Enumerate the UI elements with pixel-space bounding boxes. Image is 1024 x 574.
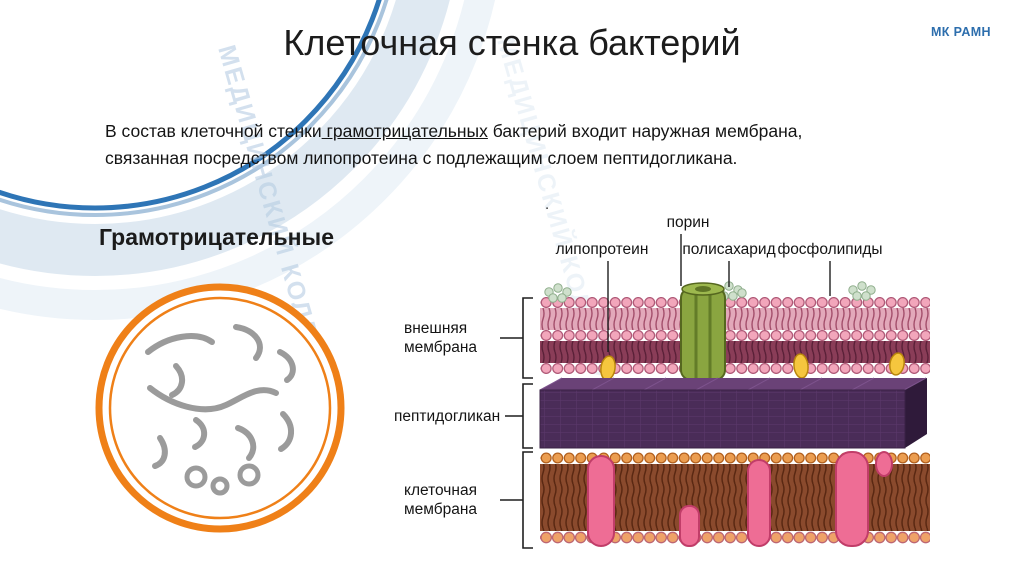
label-lipoprotein: липопротеин (555, 241, 649, 258)
label-outer-membrane: внешняя мембрана (404, 320, 478, 356)
nucleoid-loops (184, 463, 261, 496)
label-cell-membrane: клеточная мембрана (404, 482, 478, 518)
porin-protein (680, 282, 726, 381)
intro-text-2: бактерий входит наружная мембрана, (487, 121, 803, 141)
intro-text-1: В состав клеточной стенки (105, 121, 322, 141)
peptidoglycan-layer (539, 377, 927, 449)
gram-negative-cell (95, 283, 345, 533)
membrane-proteins (587, 451, 893, 547)
label-peptidoglycan: пептидогликан (394, 408, 501, 425)
outer-tails-upper (540, 308, 930, 330)
cell-inner-ring (108, 296, 332, 520)
intro-text-3: связанная посредством липопротеина с под… (105, 148, 738, 168)
label-polysaccharide: полисахарид (682, 241, 776, 258)
outer-membrane-layer (540, 281, 930, 381)
lipoprotein-blobs (600, 352, 905, 381)
logo-badge: МК РАМН (930, 25, 991, 39)
slab-top-face (540, 378, 927, 390)
slab-right-face (905, 378, 927, 448)
slab-front-face (539, 389, 906, 449)
page-title: Клеточная стенка бактерий (283, 22, 741, 63)
label-phospholipids: фосфолипиды (777, 241, 883, 258)
figure-title-gram-negative: Грамотрицательные (99, 224, 334, 250)
intro-paragraph: В состав клеточной стенки грамотрицатель… (105, 118, 935, 172)
label-leader-lines (607, 234, 831, 352)
stray-dot: . (545, 196, 550, 213)
inner-heads-row-top (540, 452, 930, 464)
outer-tails-lower (540, 341, 930, 363)
nucleoid-strands (145, 324, 296, 469)
inner-membrane-layer (540, 451, 930, 547)
slab-top-texture (539, 377, 927, 391)
label-porin: порин (666, 214, 710, 231)
layer-brackets (500, 297, 533, 549)
membrane-diagram (500, 234, 930, 549)
lipid-heads-row-3 (540, 363, 930, 374)
lipid-heads-row-1 (540, 297, 930, 308)
inner-heads-row-bottom (540, 531, 930, 544)
intro-text-underlined: грамотрицательных (321, 121, 488, 141)
lipid-heads-row-2 (540, 330, 930, 341)
